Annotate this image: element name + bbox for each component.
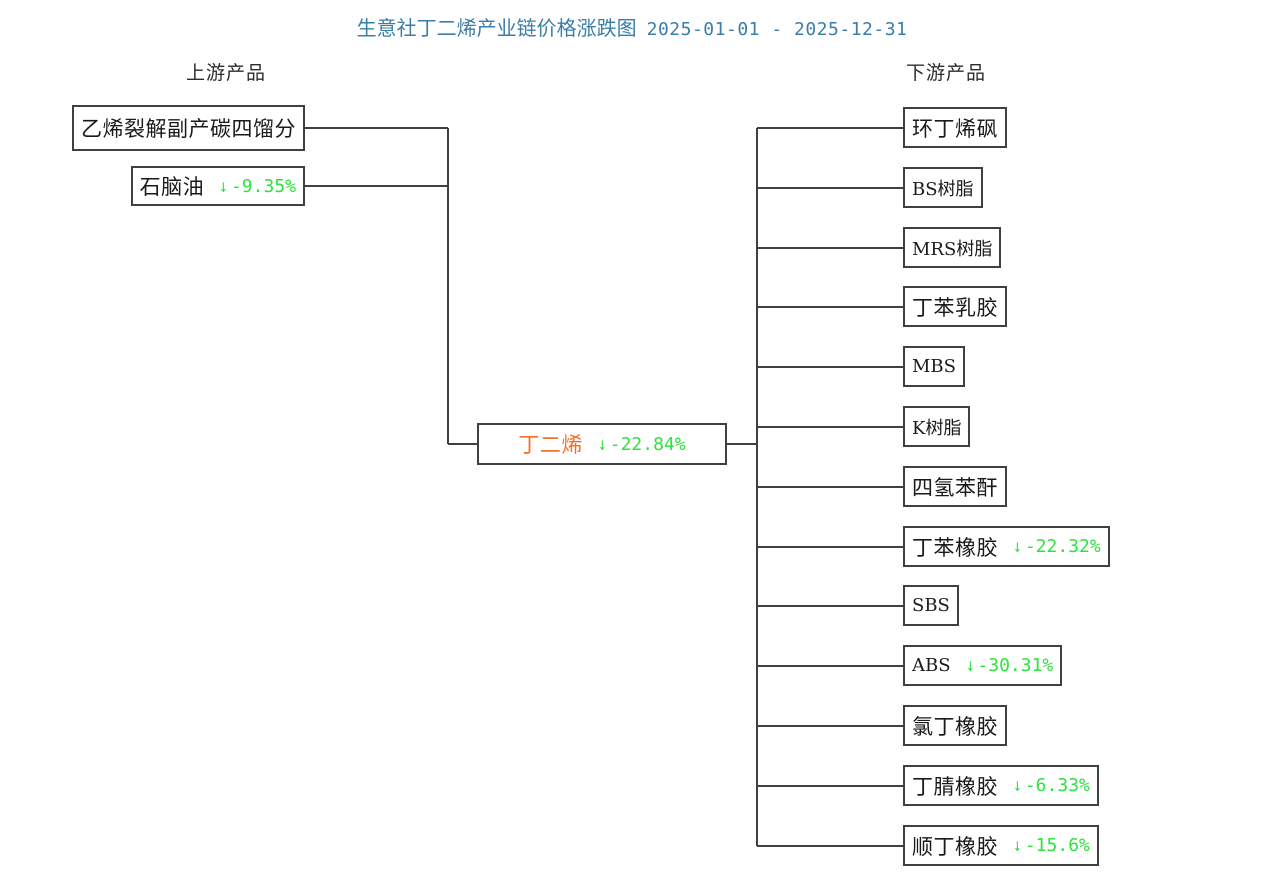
node-label: MRS树脂	[912, 238, 993, 260]
downstream-node-9[interactable]: SBS	[903, 585, 959, 626]
downstream-node-13[interactable]: 顺丁橡胶 ↓-15.6%	[903, 825, 1099, 866]
downstream-node-1[interactable]: 环丁烯砜	[903, 107, 1007, 148]
connector-horizontal	[757, 305, 903, 308]
connector-horizontal	[757, 784, 903, 787]
arrow-down-icon: ↓	[965, 655, 975, 676]
node-change-value: ↓-22.84%	[598, 433, 686, 455]
upstream-node-1[interactable]: 乙烯裂解副产碳四馏分	[72, 105, 305, 151]
node-label: 丁二烯	[518, 433, 583, 457]
upstream-column-header: 上游产品	[186, 62, 267, 84]
arrow-down-icon: ↓	[1013, 536, 1022, 557]
connector-horizontal	[757, 186, 903, 189]
connector-horizontal	[448, 443, 477, 445]
connector-horizontal	[757, 664, 903, 667]
downstream-column-header: 下游产品	[906, 62, 987, 84]
connector-horizontal	[757, 246, 903, 249]
connector-horizontal	[727, 443, 757, 445]
downstream-node-2[interactable]: BS树脂	[903, 167, 983, 208]
node-label: 四氢苯酐	[912, 475, 998, 500]
downstream-node-5[interactable]: MBS	[903, 346, 965, 387]
arrow-down-icon: ↓	[598, 433, 607, 455]
downstream-node-3[interactable]: MRS树脂	[903, 227, 1002, 268]
node-change-value: ↓-30.31%	[965, 655, 1054, 676]
node-change-value: ↓-22.32%	[1013, 536, 1101, 557]
node-label: 顺丁橡胶	[912, 834, 998, 859]
node-label: 环丁烯砜	[912, 116, 998, 141]
node-change-value: ↓-15.6%	[1013, 835, 1090, 856]
node-label: BS树脂	[912, 178, 974, 200]
downstream-node-8[interactable]: 丁苯橡胶 ↓-22.32%	[903, 526, 1110, 567]
connector-horizontal	[757, 844, 903, 847]
node-label: 乙烯裂解副产碳四馏分	[81, 117, 296, 141]
connector-horizontal	[757, 365, 903, 368]
node-label: K树脂	[912, 417, 962, 439]
connector-horizontal	[305, 185, 448, 187]
node-label: 丁苯橡胶	[912, 535, 998, 560]
connector-vertical	[447, 128, 449, 444]
connector-horizontal	[757, 604, 903, 607]
connector-horizontal	[757, 425, 903, 428]
downstream-node-7[interactable]: 四氢苯酐	[903, 466, 1007, 507]
downstream-node-12[interactable]: 丁腈橡胶 ↓-6.33%	[903, 765, 1099, 806]
connector-horizontal	[757, 485, 903, 488]
downstream-node-6[interactable]: K树脂	[903, 406, 971, 447]
node-change-value: ↓-6.33%	[1013, 775, 1090, 796]
connector-horizontal	[757, 126, 903, 129]
upstream-node-2[interactable]: 石脑油 ↓-9.35%	[130, 166, 305, 206]
node-label: MBS	[912, 356, 956, 377]
connector-horizontal	[757, 545, 903, 548]
node-change-value: ↓-9.35%	[219, 175, 296, 197]
arrow-down-icon: ↓	[1013, 775, 1022, 796]
connector-horizontal	[305, 127, 448, 129]
node-label: 丁苯乳胶	[912, 295, 998, 320]
downstream-node-11[interactable]: 氯丁橡胶	[903, 705, 1007, 746]
arrow-down-icon: ↓	[1013, 835, 1022, 856]
connector-horizontal	[757, 724, 903, 727]
chart-title: 生意社丁二烯产业链价格涨跌图 2025-01-01 - 2025-12-31	[0, 12, 1264, 41]
node-label: 氯丁橡胶	[912, 714, 998, 739]
downstream-node-4[interactable]: 丁苯乳胶	[903, 286, 1007, 327]
downstream-node-10[interactable]: ABS ↓-30.31%	[903, 645, 1063, 686]
arrow-down-icon: ↓	[219, 175, 228, 197]
node-label: ABS	[912, 655, 951, 676]
chart-title-text: 生意社丁二烯产业链价格涨跌图	[356, 16, 637, 40]
chart-date-range: 2025-01-01 - 2025-12-31	[646, 19, 908, 40]
node-label: SBS	[912, 595, 950, 616]
center-node-butadiene[interactable]: 丁二烯 ↓-22.84%	[477, 423, 727, 465]
node-label: 石脑油	[139, 175, 205, 199]
node-label: 丁腈橡胶	[912, 774, 998, 799]
